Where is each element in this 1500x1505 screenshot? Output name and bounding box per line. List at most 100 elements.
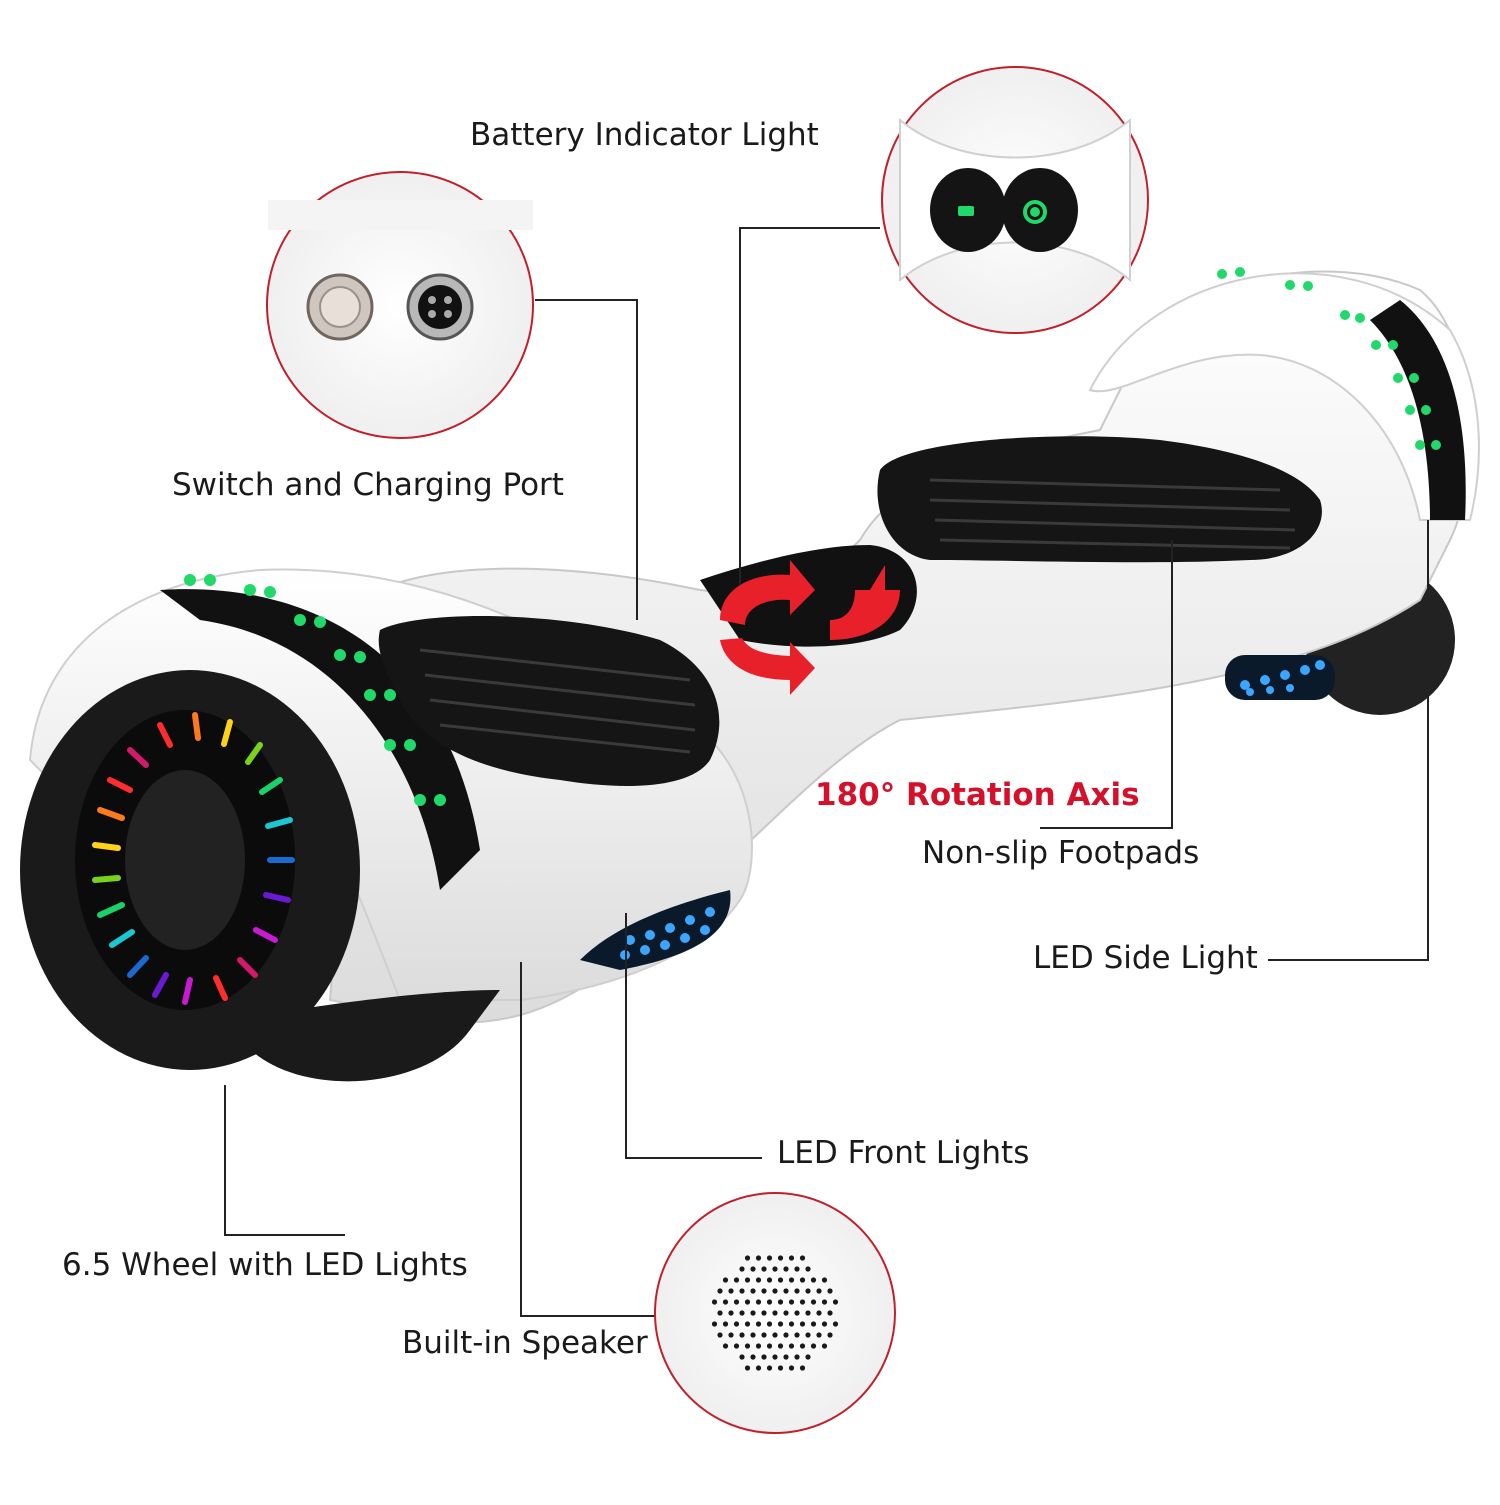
speaker-hole: [827, 1288, 833, 1294]
rear-fender-leds: [1217, 267, 1441, 450]
speaker-hole: [744, 1277, 751, 1283]
speaker-hole: [799, 1277, 806, 1283]
wheel-rainbow-leds: [92, 712, 295, 1005]
speaker-hole: [722, 1343, 729, 1349]
speaker-hole: [766, 1277, 773, 1283]
label-battery-indicator: Battery Indicator Light: [470, 117, 819, 153]
speaker-hole: [755, 1343, 762, 1349]
rotation-arrows-icon: [720, 560, 900, 695]
speaker-hole: [794, 1332, 800, 1338]
speaker-hole: [832, 1299, 839, 1305]
speaker-hole: [810, 1343, 817, 1349]
speaker-hole: [739, 1288, 745, 1294]
speaker-hole: [777, 1343, 784, 1349]
switch-charging-inset: [266, 171, 534, 439]
speaker-hole: [794, 1288, 800, 1294]
label-footpads: Non-slip Footpads: [922, 835, 1200, 871]
speaker-hole: [799, 1255, 806, 1261]
speaker-hole: [739, 1266, 745, 1272]
front-wheel: [20, 670, 500, 1082]
leader-lines: [224, 227, 1429, 1317]
rear-blue-lights: [1225, 655, 1335, 700]
speaker-hole: [733, 1299, 740, 1305]
speaker-hole: [744, 1343, 751, 1349]
speaker-hole: [766, 1299, 773, 1305]
speaker-hole: [805, 1310, 811, 1316]
speaker-hole: [805, 1288, 811, 1294]
speaker-hole: [816, 1288, 822, 1294]
speaker-hole: [821, 1321, 828, 1327]
charging-port-icon: [406, 273, 474, 341]
speaker-hole: [772, 1332, 778, 1338]
speaker-grille-icon: [711, 1255, 839, 1371]
speaker-hole: [827, 1332, 833, 1338]
front-blue-lights: [580, 890, 731, 970]
speaker-hole: [772, 1310, 778, 1316]
speaker-hole: [777, 1277, 784, 1283]
speaker-hole: [788, 1299, 795, 1305]
speaker-hole: [799, 1343, 806, 1349]
speaker-hole: [711, 1321, 718, 1327]
speaker-hole: [755, 1277, 762, 1283]
speaker-hole: [766, 1255, 773, 1261]
speaker-hole: [744, 1299, 751, 1305]
speaker-hole: [750, 1332, 756, 1338]
speaker-hole: [750, 1354, 756, 1360]
speaker-hole: [744, 1321, 751, 1327]
leader-footpads: [1040, 540, 1173, 829]
speaker-hole: [755, 1321, 762, 1327]
speaker-hole: [717, 1332, 723, 1338]
speaker-hole: [805, 1354, 811, 1360]
speaker-hole: [777, 1365, 784, 1371]
front-footpad: [378, 616, 720, 786]
speaker-hole: [783, 1266, 789, 1272]
leader-side-light: [1268, 520, 1429, 961]
label-side-light: LED Side Light: [1033, 940, 1258, 976]
speaker-hole: [744, 1365, 751, 1371]
speaker-hole: [777, 1255, 784, 1261]
speaker-hole: [788, 1365, 795, 1371]
rear-footpad: [877, 436, 1322, 563]
speaker-hole: [810, 1277, 817, 1283]
speaker-hole: [821, 1343, 828, 1349]
speaker-hole: [739, 1310, 745, 1316]
speaker-hole: [816, 1332, 822, 1338]
speaker-hole: [766, 1343, 773, 1349]
speaker-hole: [794, 1266, 800, 1272]
speaker-hole: [728, 1310, 734, 1316]
speaker-hole: [777, 1299, 784, 1305]
speaker-hole: [783, 1288, 789, 1294]
speaker-hole: [739, 1354, 745, 1360]
front-fender-leds: [184, 574, 446, 806]
speaker-hole: [761, 1266, 767, 1272]
speaker-hole: [777, 1321, 784, 1327]
speaker-hole: [827, 1310, 833, 1316]
speaker-hole: [805, 1266, 811, 1272]
speaker-hole: [772, 1288, 778, 1294]
speaker-hole: [766, 1365, 773, 1371]
speaker-hole: [783, 1310, 789, 1316]
speaker-hole: [788, 1255, 795, 1261]
speaker-hole: [783, 1354, 789, 1360]
speaker-hole: [772, 1354, 778, 1360]
power-indicator-icon: [1023, 200, 1047, 224]
leader-battery: [739, 227, 880, 585]
speaker-hole: [755, 1299, 762, 1305]
speaker-hole: [821, 1299, 828, 1305]
power-switch-icon: [306, 273, 374, 341]
speaker-hole: [783, 1332, 789, 1338]
speaker-hole: [744, 1255, 751, 1261]
speaker-hole: [733, 1321, 740, 1327]
label-front-lights: LED Front Lights: [777, 1135, 1030, 1171]
speaker-hole: [832, 1321, 839, 1327]
speaker-hole: [761, 1310, 767, 1316]
speaker-hole: [761, 1332, 767, 1338]
speaker-hole: [821, 1277, 828, 1283]
speaker-hole: [733, 1343, 740, 1349]
battery-indicator-inset: [881, 66, 1149, 334]
speaker-hole: [810, 1321, 817, 1327]
speaker-inset: [654, 1192, 896, 1434]
speaker-hole: [788, 1343, 795, 1349]
speaker-hole: [739, 1332, 745, 1338]
